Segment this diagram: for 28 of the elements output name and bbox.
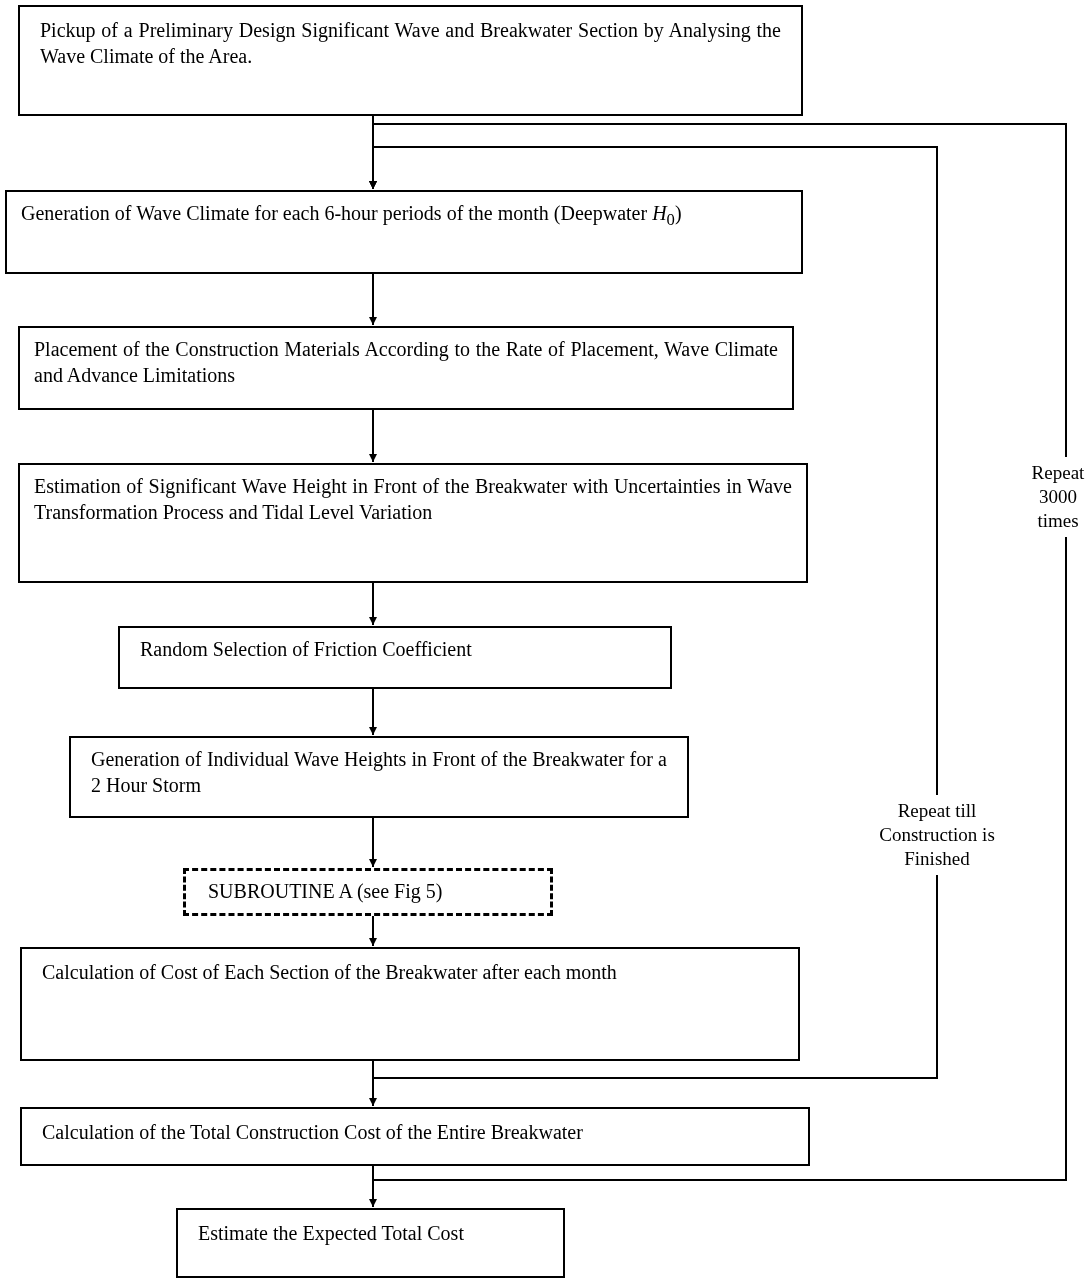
box-text: Pickup of a Preliminary Design Significant Wave and Breakwater Section by Analysing the Wave Climate of the Area. [40,18,781,69]
process-box [20,1107,810,1166]
process-box [18,326,794,410]
box-text: Generation of Individual Wave Heights in Front of the Breakwater for a 2 Hour Storm [91,747,667,798]
arrow [369,688,377,736]
box-text: Calculation of the Total Construction Cost of the Entire Breakwater [42,1120,584,1145]
box-text: Estimation of Significant Wave Height in Front of the Breakwater with Uncertainties in Wave Transformation Process and Tidal Level Variation [34,474,792,525]
arrow [369,273,377,326]
arrow [369,409,377,463]
box-text: Generation of Wave Climate for each 6-hour periods of the month (Deepwater H$_{0}$) [21,201,683,231]
arrow [369,817,377,868]
arrow [369,146,938,1079]
process-box [18,463,808,583]
arrow [369,123,1067,1181]
process-box [20,947,800,1061]
box-text: Placement of the Construction Materials According to the Rate of Placement, Wave Climate and Advance Limitations [34,337,778,388]
arrow [369,582,377,626]
process-box [183,868,553,916]
process-box [18,5,803,116]
process-box [118,626,672,689]
process-box [176,1208,565,1278]
process-box [69,736,689,818]
process-box [5,190,803,274]
box-text: Estimate the Expected Total Cost [198,1221,465,1246]
box-text: Calculation of Cost of Each Section of the Breakwater after each month [42,960,618,985]
box-text: SUBROUTINE A (see Fig 5) [208,879,444,904]
arrow [369,915,377,947]
box-text: Random Selection of Friction Coefficient [140,637,473,662]
